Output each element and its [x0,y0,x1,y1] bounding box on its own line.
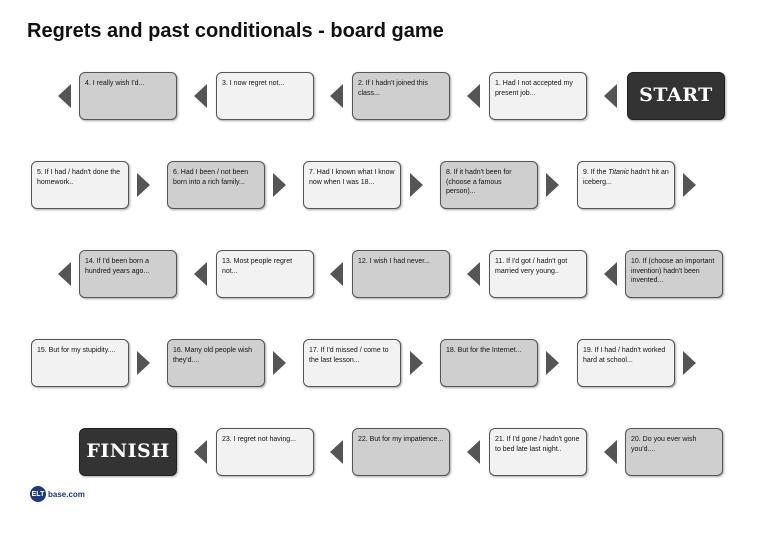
square-text-italic: Titanic [608,169,629,176]
arrow-right-icon [683,173,696,197]
logo-mark: ELT [30,486,46,502]
arrow-left-icon [330,84,343,108]
board-square-21: 21. If I'd gone / hadn't gone to bed lat… [489,428,587,476]
board-square-15: 15. But for my stupidity.... [31,339,129,387]
arrow-left-icon [194,84,207,108]
arrow-right-icon [137,351,150,375]
arrow-left-icon [467,84,480,108]
arrow-left-icon [194,440,207,464]
square-text: 9. If the [583,169,609,176]
board-square-14: 14. If I'd been born a hundred years ago… [79,250,177,298]
arrow-left-icon [604,440,617,464]
arrow-left-icon [604,84,617,108]
board-square-2: 2. If I hadn't joined this class... [352,72,450,120]
board-square-1: 1. Had I not accepted my present job... [489,72,587,120]
start-square: START [627,72,725,120]
arrow-right-icon [546,351,559,375]
arrow-left-icon [58,262,71,286]
board-square-22: 22. But for my impatience... [352,428,450,476]
board-square-5: 5. If I had / hadn't done the homework.. [31,161,129,209]
arrow-left-icon [194,262,207,286]
board-square-4: 4. I really wish I'd... [79,72,177,120]
arrow-right-icon [273,173,286,197]
board-square-8: 8. If it hadn't been for (choose a famou… [440,161,538,209]
arrow-left-icon [58,84,71,108]
board-square-13: 13. Most people regret not... [216,250,314,298]
arrow-right-icon [410,351,423,375]
board-square-19: 19. If I had / hadn't worked hard at sch… [577,339,675,387]
arrow-left-icon [330,440,343,464]
arrow-right-icon [546,173,559,197]
board-square-17: 17. If I'd missed / come to the last les… [303,339,401,387]
square-text: hadn't hit an iceberg... [583,169,669,186]
finish-square: FINISH [79,428,177,476]
eltbase-logo: ELT base.com [30,486,85,502]
page-title: Regrets and past conditionals - board ga… [27,20,444,42]
arrow-left-icon [467,262,480,286]
board-square-9: 9. If the Titanic hadn't hit an iceberg.… [577,161,675,209]
board-square-23: 23. I regret not having... [216,428,314,476]
arrow-left-icon [330,262,343,286]
logo-text: base.com [48,489,85,499]
arrow-left-icon [604,262,617,286]
board-square-20: 20. Do you ever wish you'd.... [625,428,723,476]
board-square-16: 16. Many old people wish they'd.... [167,339,265,387]
board-square-12: 12. I wish I had never... [352,250,450,298]
board-square-11: 11. If I'd got / hadn't got married very… [489,250,587,298]
board-square-3: 3. I now regret not... [216,72,314,120]
arrow-left-icon [467,440,480,464]
board-square-7: 7. Had I known what I know now when I wa… [303,161,401,209]
arrow-right-icon [410,173,423,197]
board-square-18: 18. But for the Internet... [440,339,538,387]
arrow-right-icon [137,173,150,197]
arrow-right-icon [273,351,286,375]
board-square-6: 6. Had I been / not been born into a ric… [167,161,265,209]
board-square-10: 10. If (choose an important invention) h… [625,250,723,298]
arrow-right-icon [683,351,696,375]
